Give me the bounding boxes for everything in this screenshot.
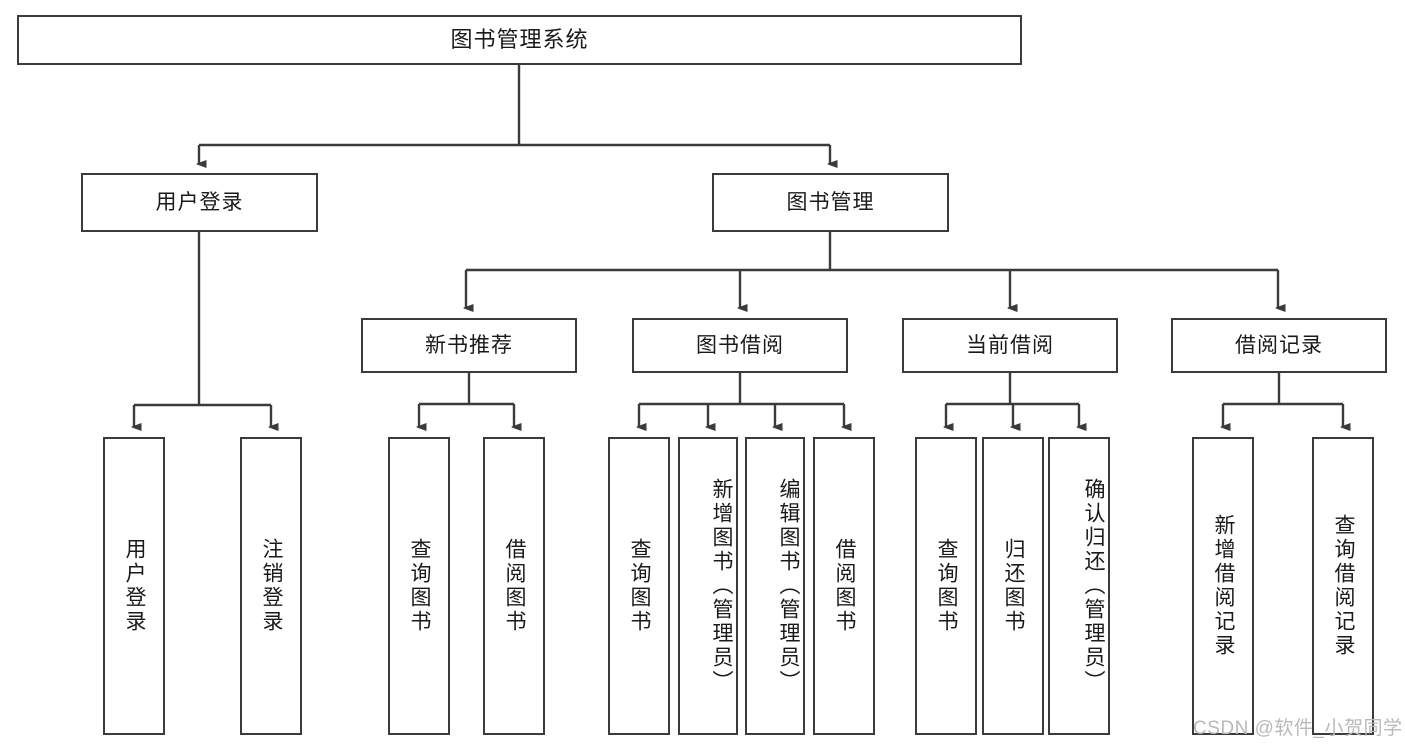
node-label: 借阅图书 bbox=[503, 538, 526, 634]
leaf-current-borrow-return-book[interactable]: 归还图书 bbox=[982, 437, 1044, 735]
csdn-watermark: CSDN @软件_小贺同学 bbox=[1193, 713, 1402, 740]
node-user-login[interactable]: 用户登录 bbox=[81, 173, 318, 232]
node-book-borrow[interactable]: 图书借阅 bbox=[632, 318, 848, 373]
node-book-management[interactable]: 图书管理 bbox=[712, 173, 949, 232]
node-borrow-record[interactable]: 借阅记录 bbox=[1171, 318, 1387, 373]
node-label: 用户登录 bbox=[155, 190, 244, 214]
leaf-user-login-logout[interactable]: 注销登录 bbox=[240, 437, 302, 735]
node-label: 查询借阅记录 bbox=[1332, 514, 1355, 658]
node-label: 查询图书 bbox=[935, 538, 958, 634]
leaf-book-borrow-borrow-book[interactable]: 借阅图书 bbox=[813, 437, 875, 735]
node-label: 当前借阅 bbox=[966, 333, 1054, 357]
node-label: 编辑图书（管理员） bbox=[777, 478, 800, 694]
node-label: 图书借阅 bbox=[696, 333, 784, 357]
node-new-book-recommend[interactable]: 新书推荐 bbox=[361, 318, 577, 373]
node-label: 查询图书 bbox=[408, 538, 431, 634]
leaf-new-book-query-book[interactable]: 查询图书 bbox=[388, 437, 450, 735]
node-label: 新增借阅记录 bbox=[1212, 514, 1235, 658]
leaf-current-borrow-confirm-return-admin[interactable]: 确认归还（管理员） bbox=[1048, 437, 1110, 735]
leaf-new-book-borrow-book[interactable]: 借阅图书 bbox=[483, 437, 545, 735]
leaf-book-borrow-query-book[interactable]: 查询图书 bbox=[608, 437, 670, 735]
node-label: 图书管理系统 bbox=[450, 26, 589, 52]
node-label: 图书管理 bbox=[786, 190, 875, 214]
node-label: 用户登录 bbox=[123, 538, 146, 634]
leaf-current-borrow-query-book[interactable]: 查询图书 bbox=[915, 437, 977, 735]
leaf-book-borrow-add-book-admin[interactable]: 新增图书（管理员） bbox=[678, 437, 738, 735]
node-label: 确认归还（管理员） bbox=[1082, 478, 1105, 694]
watermark-text: CSDN @软件_小贺同学 bbox=[1193, 718, 1403, 739]
node-label: 新书推荐 bbox=[425, 333, 513, 357]
node-root-book-management-system[interactable]: 图书管理系统 bbox=[17, 15, 1022, 65]
node-current-borrow[interactable]: 当前借阅 bbox=[902, 318, 1118, 373]
node-label: 归还图书 bbox=[1002, 538, 1025, 634]
node-label: 借阅记录 bbox=[1235, 333, 1323, 357]
leaf-borrow-record-query-record[interactable]: 查询借阅记录 bbox=[1312, 437, 1374, 735]
leaf-user-login-login[interactable]: 用户登录 bbox=[103, 437, 165, 735]
leaf-borrow-record-add-record[interactable]: 新增借阅记录 bbox=[1192, 437, 1254, 735]
node-label: 借阅图书 bbox=[833, 538, 856, 634]
node-label: 新增图书（管理员） bbox=[710, 478, 733, 694]
node-label: 查询图书 bbox=[628, 538, 651, 634]
node-label: 注销登录 bbox=[260, 538, 283, 634]
leaf-book-borrow-edit-book-admin[interactable]: 编辑图书（管理员） bbox=[745, 437, 805, 735]
